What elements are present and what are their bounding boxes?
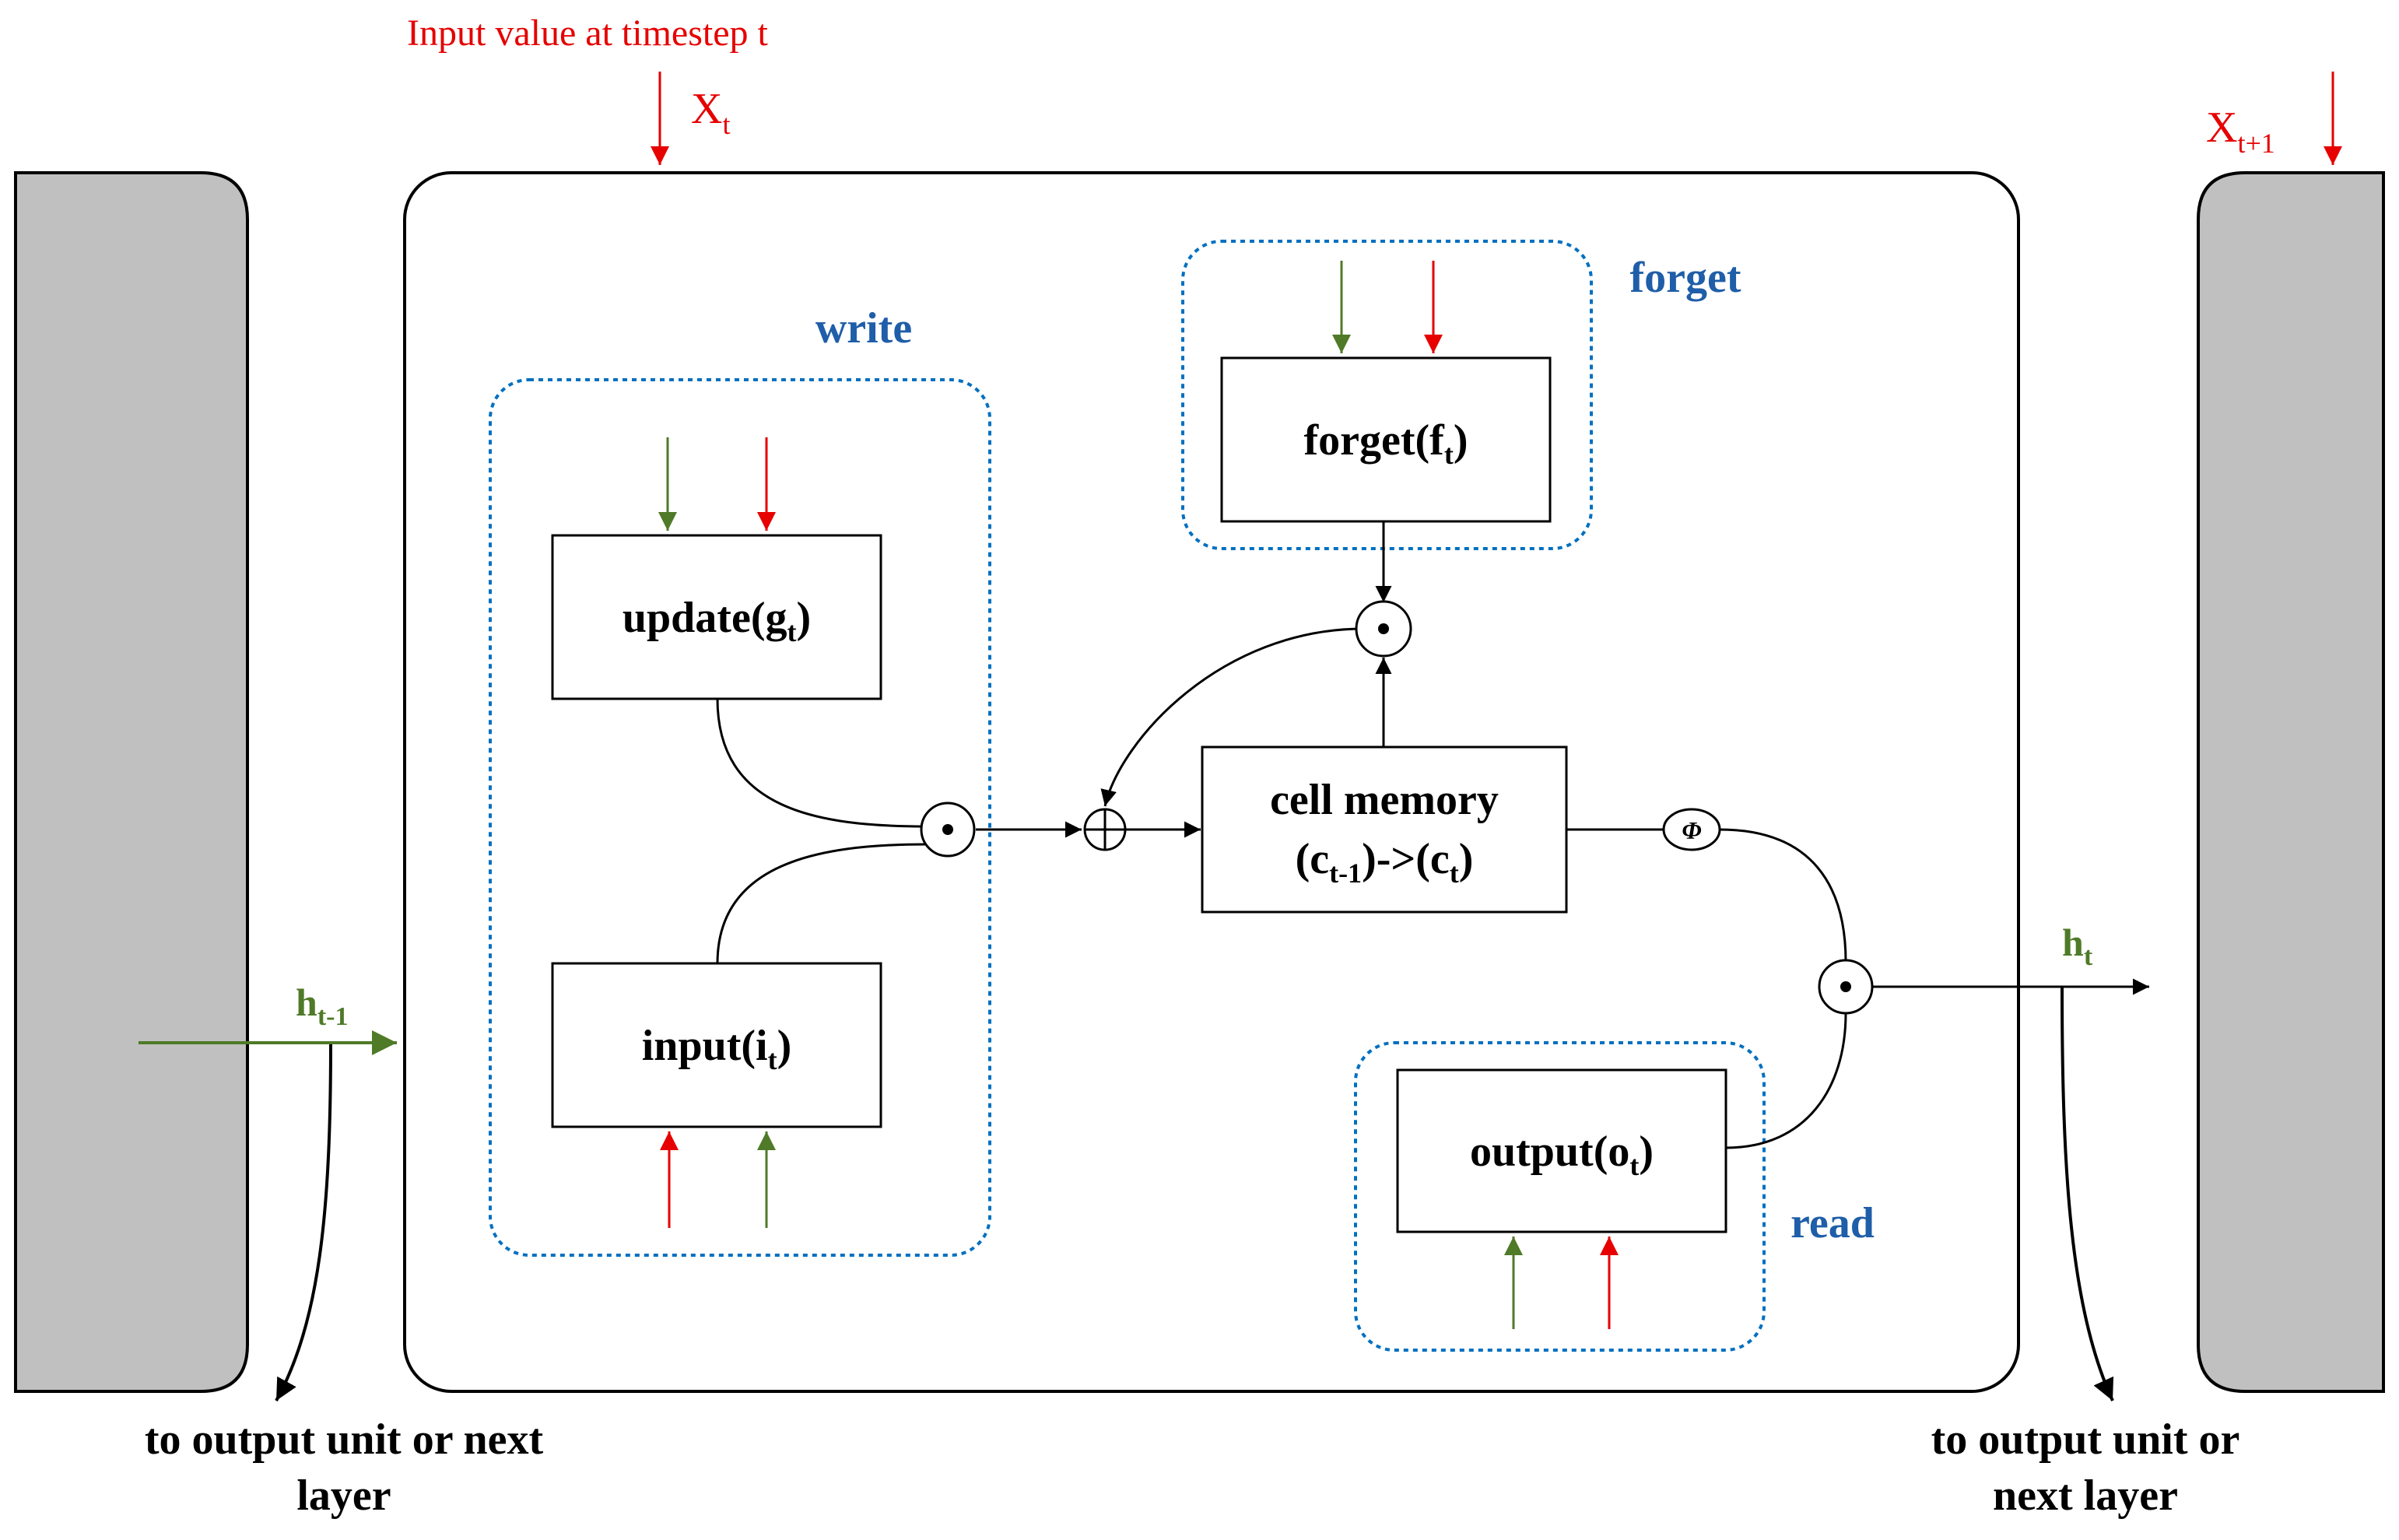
forget-gate-box: [1220, 356, 1552, 523]
update-to-multiply-line: [716, 698, 927, 828]
left-output-branch-arrow: [275, 1042, 332, 1401]
forget-multiply-to-add-arrow: [1100, 627, 1364, 807]
x-t-label: Xt: [691, 85, 730, 140]
phi-operator: Φ: [1662, 808, 1721, 851]
forget-group-box: [1181, 240, 1593, 550]
forget-multiply-operator: [1355, 600, 1412, 658]
update-gate-label: update(gt): [623, 594, 811, 647]
read-group-box: [1354, 1041, 1766, 1352]
right-output-label-line2: next layer: [1993, 1472, 2178, 1520]
phi-symbol: Φ: [1682, 816, 1701, 844]
h-prev-label: ht-1: [296, 980, 348, 1031]
input-to-multiply-line: [716, 843, 927, 964]
update-gate-box: [551, 534, 882, 700]
phi-to-output-multiply-line: [1719, 828, 1847, 963]
write-group-label: write: [815, 304, 912, 353]
output-to-multiply-line: [1725, 1012, 1847, 1149]
cell-add-operator: [1083, 808, 1127, 851]
cell-memory-transition-label: (ct-1)->(ct): [1296, 835, 1474, 889]
next-cell-block: [2197, 171, 2385, 1393]
right-output-label-line1: to output unit or: [1931, 1415, 2240, 1464]
output-gate-box: [1396, 1068, 1727, 1233]
forget-group-label: forget: [1629, 254, 1741, 302]
write-multiply-operator: [920, 802, 976, 858]
input-gate-label: input(it): [642, 1022, 792, 1075]
cell-memory-box: [1201, 745, 1568, 914]
forget-gate-label: forget(ft): [1304, 416, 1468, 470]
read-multiply-operator: [1818, 959, 1874, 1015]
input-value-label: Input value at timestep t: [407, 12, 769, 54]
x-t1-label: Xt+1: [2206, 103, 2275, 159]
right-output-branch-arrow: [2061, 986, 2114, 1401]
write-group-box: [489, 378, 991, 1257]
read-group-label: read: [1790, 1199, 1875, 1247]
output-gate-label: output(ot): [1470, 1128, 1654, 1181]
left-output-label-line1: to output unit or next: [145, 1415, 544, 1464]
left-output-label-line2: layer: [296, 1472, 391, 1520]
previous-cell-block: [14, 171, 249, 1393]
h-t-label: ht: [2062, 921, 2093, 971]
cell-memory-label: cell memory: [1270, 776, 1499, 824]
